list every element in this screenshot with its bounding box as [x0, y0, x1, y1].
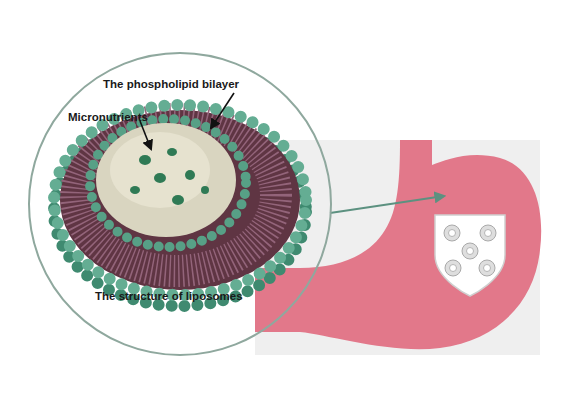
shield-symbol — [435, 215, 505, 296]
node-outline — [28, 52, 332, 356]
structure-circle: The phospholipid bilayerMicronutrientsTh… — [28, 52, 332, 356]
liposome-drawing — [54, 105, 306, 306]
leader-line — [140, 121, 151, 149]
circle-outline — [29, 53, 331, 355]
part-label: Micronutrients — [68, 111, 148, 123]
leader-line — [211, 93, 234, 128]
liposome-icons — [444, 225, 496, 276]
pointer-line — [330, 196, 444, 213]
part-label: The phospholipid bilayer — [103, 78, 239, 90]
part-label: The structure of liposomes — [95, 290, 243, 302]
